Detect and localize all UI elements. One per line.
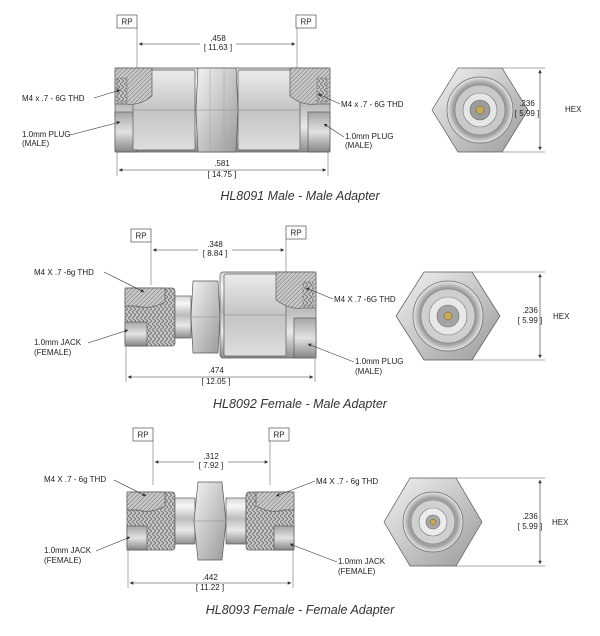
end-callout-right: 1.0mm JACK (FEMALE) xyxy=(289,543,386,576)
figure-caption: HL8091 Male - Male Adapter xyxy=(220,189,380,203)
adapter-hl8091: RP RP .458 [ 11.63 ] xyxy=(22,14,582,203)
svg-text:[ 5.99 ]: [ 5.99 ] xyxy=(518,522,542,531)
svg-text:[ 11.22 ]: [ 11.22 ] xyxy=(196,583,224,592)
svg-text:[ 12.05 ]: [ 12.05 ] xyxy=(202,377,231,386)
svg-text:1.0mm JACK: 1.0mm JACK xyxy=(44,546,92,555)
figure-caption: HL8093 Female - Female Adapter xyxy=(206,603,395,617)
svg-text:M4 x .7 - 6G THD: M4 x .7 - 6G THD xyxy=(22,94,85,103)
svg-text:[ 8.84 ]: [ 8.84 ] xyxy=(203,249,227,258)
svg-text:(MALE): (MALE) xyxy=(345,141,372,150)
svg-text:HEX: HEX xyxy=(552,518,569,527)
svg-text:1.0mm PLUG: 1.0mm PLUG xyxy=(22,130,70,139)
svg-text:.348: .348 xyxy=(207,240,223,249)
svg-text:[ 7.92 ]: [ 7.92 ] xyxy=(199,461,223,470)
svg-text:.236: .236 xyxy=(522,512,538,521)
svg-text:RP: RP xyxy=(300,18,311,27)
end-callout-left: 1.0mm PLUG (MALE) xyxy=(22,121,121,148)
svg-text:[ 14.75 ]: [ 14.75 ] xyxy=(208,170,237,179)
svg-text:(FEMALE): (FEMALE) xyxy=(44,556,82,565)
svg-text:RP: RP xyxy=(121,18,132,27)
svg-text:RP: RP xyxy=(137,431,148,440)
reference-plane-dimension: .312 [ 7.92 ] xyxy=(154,452,269,470)
end-callout-left: 1.0mm JACK (FEMALE) xyxy=(34,329,129,357)
hex-size-dimension: .236 [ 5.99 ] HEX xyxy=(515,69,582,151)
thread-callout-right: M4 X .7 -6G THD xyxy=(305,287,396,304)
svg-text:(MALE): (MALE) xyxy=(355,367,382,376)
svg-text:1.0mm JACK: 1.0mm JACK xyxy=(34,338,82,347)
overall-length-dimension: .474 [ 12.05 ] xyxy=(127,366,314,386)
svg-text:.236: .236 xyxy=(519,99,535,108)
thread-callout-left: M4 X .7 - 6g THD xyxy=(44,475,147,497)
svg-text:RP: RP xyxy=(290,229,301,238)
svg-text:[ 11.63 ]: [ 11.63 ] xyxy=(204,43,232,52)
thread-callout-left: M4 x .7 - 6G THD xyxy=(22,89,121,103)
svg-text:RP: RP xyxy=(135,232,146,241)
adapter-hl8092: RP RP .348 [ 8.84 ] xyxy=(34,225,570,411)
svg-text:.236: .236 xyxy=(522,306,538,315)
svg-text:.474: .474 xyxy=(208,366,224,375)
end-callout-left: 1.0mm JACK (FEMALE) xyxy=(44,536,131,565)
hex-size-dimension: .236 [ 5.99 ] HEX xyxy=(518,479,569,565)
figure-caption: HL8092 Female - Male Adapter xyxy=(213,397,388,411)
rp-box-right: RP xyxy=(268,427,290,442)
reference-plane-dimension: .458 [ 11.63 ] xyxy=(138,34,296,52)
svg-text:[ 5.99 ]: [ 5.99 ] xyxy=(515,109,539,118)
hex-size-dimension: .236 [ 5.99 ] HEX xyxy=(518,273,570,359)
svg-text:1.0mm JACK: 1.0mm JACK xyxy=(338,557,386,566)
svg-text:M4 x .7 - 6G THD: M4 x .7 - 6G THD xyxy=(341,100,404,109)
svg-text:1.0mm PLUG: 1.0mm PLUG xyxy=(355,357,403,366)
end-callout-right: 1.0mm PLUG (MALE) xyxy=(307,343,403,376)
rp-box-left: RP xyxy=(132,427,154,442)
rp-box-left: RP xyxy=(130,228,152,243)
end-callout-right: 1.0mm PLUG (MALE) xyxy=(323,123,393,150)
svg-text:.581: .581 xyxy=(214,159,230,168)
svg-text:(FEMALE): (FEMALE) xyxy=(34,348,72,357)
svg-text:HEX: HEX xyxy=(565,105,582,114)
adapter-body xyxy=(126,481,295,561)
svg-text:[ 5.99 ]: [ 5.99 ] xyxy=(518,316,542,325)
svg-text:M4 X .7 -6G THD: M4 X .7 -6G THD xyxy=(334,295,396,304)
adapter-body xyxy=(114,67,331,153)
rp-box-left: RP xyxy=(116,14,138,29)
end-view-hex xyxy=(431,67,529,153)
thread-callout-left: M4 X .7 -6g THD xyxy=(34,268,145,293)
thread-callout-right: M4 x .7 - 6G THD xyxy=(317,93,404,109)
rp-box-right: RP xyxy=(295,14,317,29)
svg-text:(FEMALE): (FEMALE) xyxy=(338,567,376,576)
svg-text:.458: .458 xyxy=(210,34,226,43)
adapter-body xyxy=(124,271,317,359)
svg-text:RP: RP xyxy=(273,431,284,440)
thread-callout-right: M4 X .7 - 6g THD xyxy=(275,477,378,497)
svg-text:HEX: HEX xyxy=(553,312,570,321)
reference-plane-dimension: .348 [ 8.84 ] xyxy=(152,240,285,258)
adapter-hl8093: RP RP .312 [ 7.92 ] xyxy=(44,427,569,617)
svg-text:M4 X .7 - 6g THD: M4 X .7 - 6g THD xyxy=(44,475,106,484)
overall-length-dimension: .442 [ 11.22 ] xyxy=(129,573,292,592)
overall-length-dimension: .581 [ 14.75 ] xyxy=(118,159,327,179)
svg-text:.442: .442 xyxy=(202,573,218,582)
svg-text:M4 X .7 - 6g THD: M4 X .7 - 6g THD xyxy=(316,477,378,486)
svg-text:.312: .312 xyxy=(203,452,219,461)
svg-text:(MALE): (MALE) xyxy=(22,139,49,148)
svg-text:1.0mm PLUG: 1.0mm PLUG xyxy=(345,132,393,141)
svg-text:M4 X .7 -6g THD: M4 X .7 -6g THD xyxy=(34,268,94,277)
end-view-hex xyxy=(383,477,483,567)
end-view-hex xyxy=(395,271,501,361)
rp-box-right: RP xyxy=(285,225,307,240)
